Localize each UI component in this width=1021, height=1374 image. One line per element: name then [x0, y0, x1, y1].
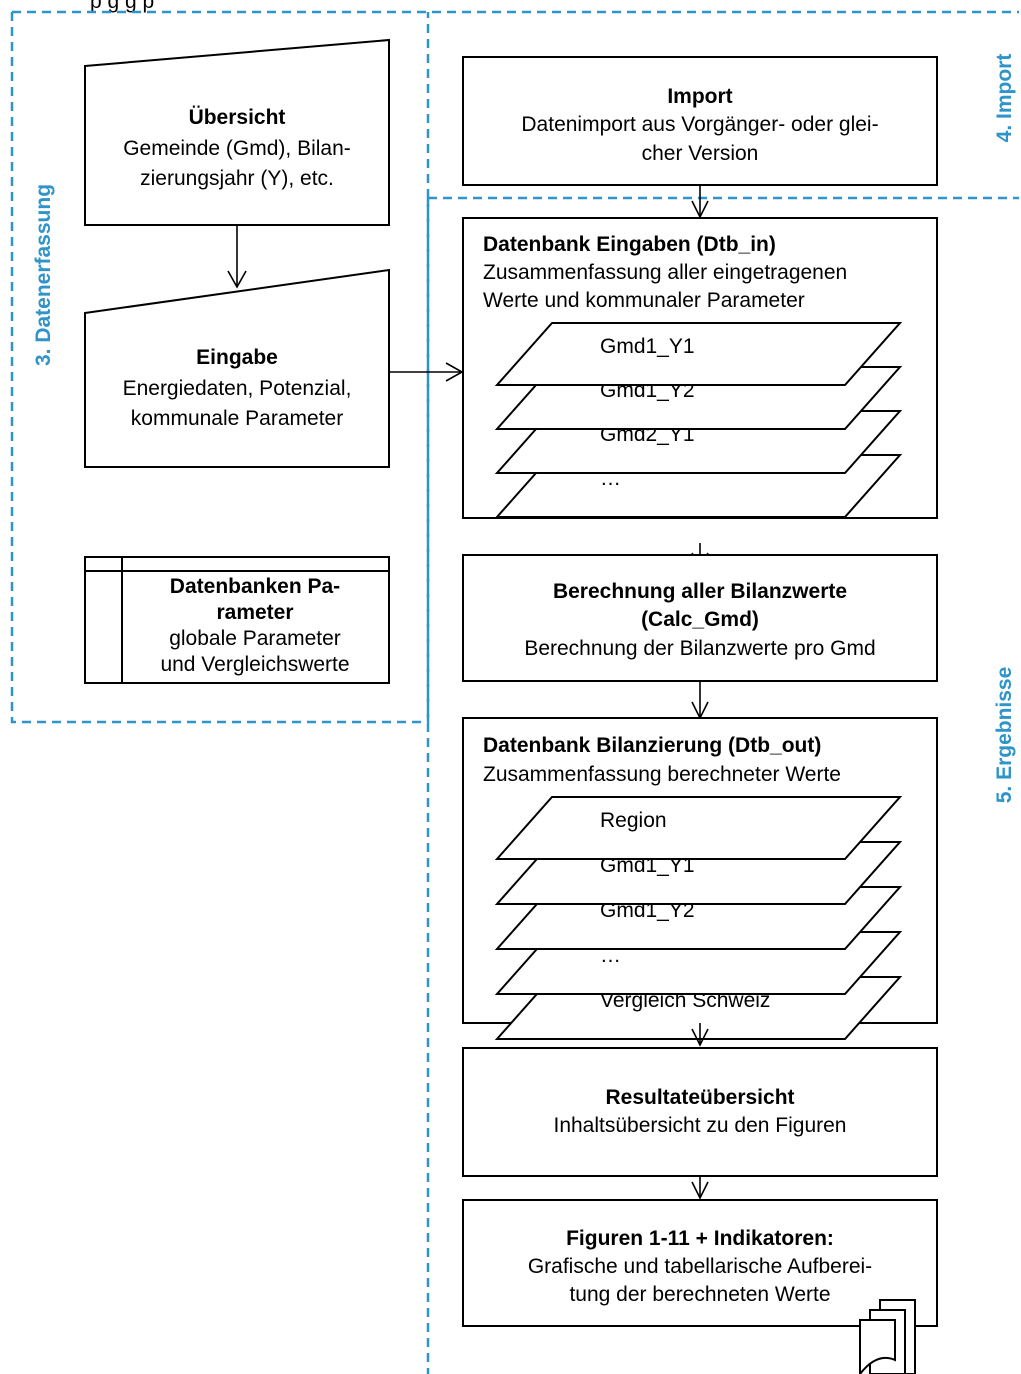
- region-datenerfassung: [10, 10, 1019, 1374]
- uebersicht-line: zierungsjahr (Y), etc.: [140, 167, 334, 190]
- dtb-out-line: Zusammenfassung berechneter Werte: [483, 763, 841, 786]
- figuren-line: Grafische und tabellarische Aufberei-: [528, 1255, 872, 1278]
- parameter-title: Datenbanken Pa-: [170, 575, 340, 598]
- arrow-dtb-out-resultate: [691, 1023, 709, 1047]
- import-node: Import Datenimport aus Vorgänger- oder g…: [462, 56, 938, 186]
- parameter-line: und Vergleichswerte: [160, 653, 349, 676]
- uebersicht-line: Gemeinde (Gmd), Bilan-: [123, 137, 351, 160]
- arrow-resultate-figuren: [691, 1176, 709, 1200]
- arrow-calc-dtb-out: [691, 681, 709, 720]
- calc-title: Berechnung aller Bilanzwerte: [553, 580, 847, 603]
- calc-title: (Calc_Gmd): [641, 608, 759, 631]
- region-label-ergebnisse: 5. Ergebnisse: [993, 667, 1016, 804]
- resultate-title: Resultateübersicht: [605, 1086, 794, 1109]
- eingabe-title: Eingabe: [196, 346, 278, 369]
- eingabe-line: Energiedaten, Potenzial,: [123, 377, 352, 400]
- database-layer-label: Gmd1_Y1: [600, 335, 695, 358]
- dtb-in-line: Zusammenfassung aller eingetragenen: [483, 261, 847, 284]
- import-title: Import: [667, 85, 732, 108]
- region-label-import: 4. Import: [993, 54, 1016, 143]
- dtb-out-node: Datenbank Bilanzierung (Dtb_out) Zusamme…: [462, 717, 938, 1040]
- uebersicht-title: Übersicht: [189, 106, 286, 129]
- database-layer: [494, 796, 903, 860]
- figuren-node: Figuren 1-11 + Indikatoren: Grafische un…: [462, 1199, 938, 1327]
- import-line: Datenimport aus Vorgänger- oder glei-: [521, 113, 878, 136]
- arrow-eingabe-dtb-in: [389, 362, 464, 382]
- eingabe-line: kommunale Parameter: [131, 407, 343, 430]
- import-line: cher Version: [642, 142, 759, 165]
- dtb-in-node: Datenbank Eingaben (Dtb_in) Zusammenfass…: [462, 217, 938, 519]
- parameter-title: rameter: [216, 601, 293, 624]
- database-layer: [494, 322, 903, 386]
- dtb-out-title: Datenbank Bilanzierung (Dtb_out): [483, 734, 821, 757]
- dtb-in-line: Werte und kommunaler Parameter: [483, 289, 805, 312]
- datenbanken-parameter-node: Datenbanken Pa- rameter globale Paramete…: [84, 556, 390, 684]
- arrow-uebersicht-eingabe: [227, 225, 247, 289]
- calc-node: Berechnung aller Bilanzwerte (Calc_Gmd) …: [462, 554, 938, 682]
- figuren-line: tung der berechneten Werte: [569, 1283, 830, 1306]
- multi-document-icon: [859, 1299, 916, 1374]
- uebersicht-node: Übersicht Gemeinde (Gmd), Bilan- zierung…: [84, 38, 390, 226]
- calc-line: Berechnung der Bilanzwerte pro Gmd: [524, 637, 875, 660]
- resultate-line: Inhaltsübersicht zu den Figuren: [553, 1114, 846, 1137]
- figuren-title: Figuren 1-11 + Indikatoren:: [566, 1227, 834, 1250]
- eingabe-node: Eingabe Energiedaten, Potenzial, kommuna…: [84, 268, 390, 468]
- dtb-in-title: Datenbank Eingaben (Dtb_in): [483, 233, 776, 256]
- top-clipped-text: p g g p: [90, 0, 154, 13]
- region-label-datenerfassung: 3. Datenerfassung: [32, 184, 55, 366]
- arrow-import-dtb-in: [691, 185, 709, 219]
- resultate-node: Resultateübersicht Inhaltsübersicht zu d…: [462, 1047, 938, 1177]
- parameter-line: globale Parameter: [169, 627, 341, 650]
- database-layer-label: Region: [600, 809, 667, 832]
